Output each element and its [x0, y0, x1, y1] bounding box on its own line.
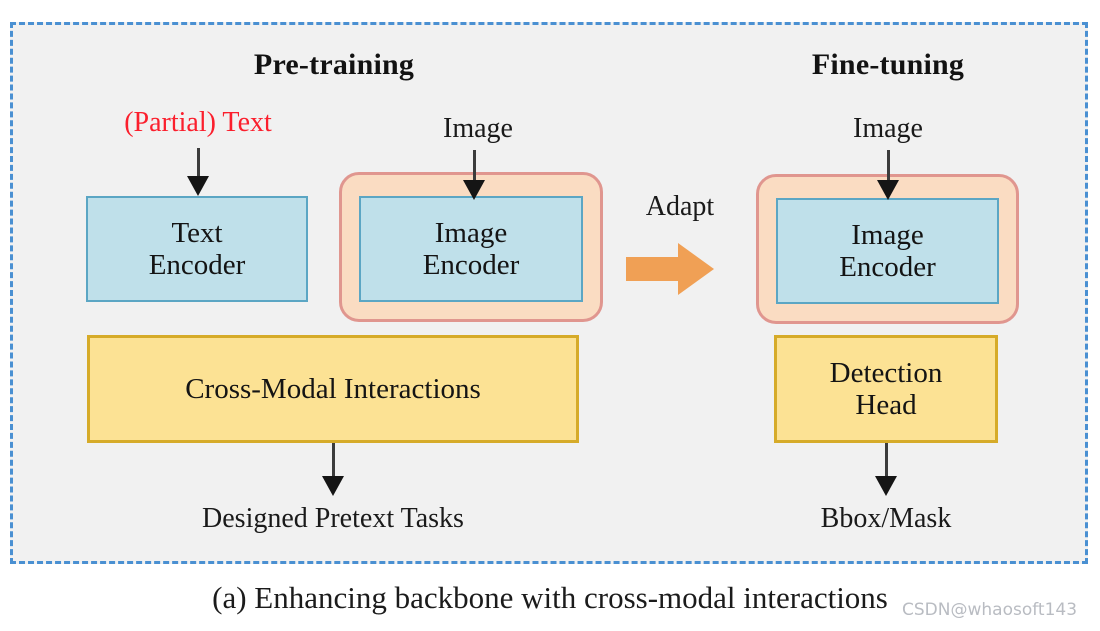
arrow-head	[875, 476, 897, 496]
pretraining-title: Pre-training	[253, 48, 415, 81]
detection-head-box[interactable]: Detection Head	[774, 335, 998, 443]
arrow-shaft	[884, 443, 888, 478]
finetuning-image-input-label: Image	[853, 113, 923, 144]
arrow-head	[877, 180, 899, 200]
arrow-shaft	[196, 148, 200, 178]
arrow-head	[463, 180, 485, 200]
figure-caption: (a) Enhancing backbone with cross-modal …	[212, 580, 888, 615]
partial-text-input-label: (Partial) Text	[124, 107, 272, 138]
finetuning-title: Fine-tuning	[811, 48, 965, 81]
arrow-image-to-image-encoder-finetuning	[876, 150, 900, 200]
arrow-detection-head-to-output	[874, 443, 898, 496]
adapt-arrow-tip	[678, 243, 714, 295]
watermark-text: CSDN@whaosoft143	[902, 600, 1078, 620]
bbox-mask-label: Bbox/Mask	[820, 503, 952, 534]
adapt-arrow-tail	[626, 257, 684, 281]
arrow-head	[322, 476, 344, 496]
designed-pretext-tasks-label: Designed Pretext Tasks	[202, 503, 464, 534]
arrow-text-to-text-encoder	[186, 148, 210, 196]
arrow-head	[187, 176, 209, 196]
image-encoder-box-pretraining[interactable]: Image Encoder	[359, 196, 583, 302]
cross-modal-interactions-box[interactable]: Cross-Modal Interactions	[87, 335, 579, 443]
arrow-shaft	[472, 150, 476, 182]
arrow-cross-modal-to-pretext-tasks	[321, 443, 345, 496]
arrow-shaft	[331, 443, 335, 478]
arrow-image-to-image-encoder-pretraining	[462, 150, 486, 200]
image-encoder-box-finetuning[interactable]: Image Encoder	[776, 198, 999, 304]
pretraining-image-input-label: Image	[443, 113, 513, 144]
adapt-label: Adapt	[645, 191, 715, 222]
arrow-shaft	[886, 150, 890, 182]
text-encoder-box[interactable]: Text Encoder	[86, 196, 308, 302]
adapt-arrow-icon	[626, 243, 718, 295]
